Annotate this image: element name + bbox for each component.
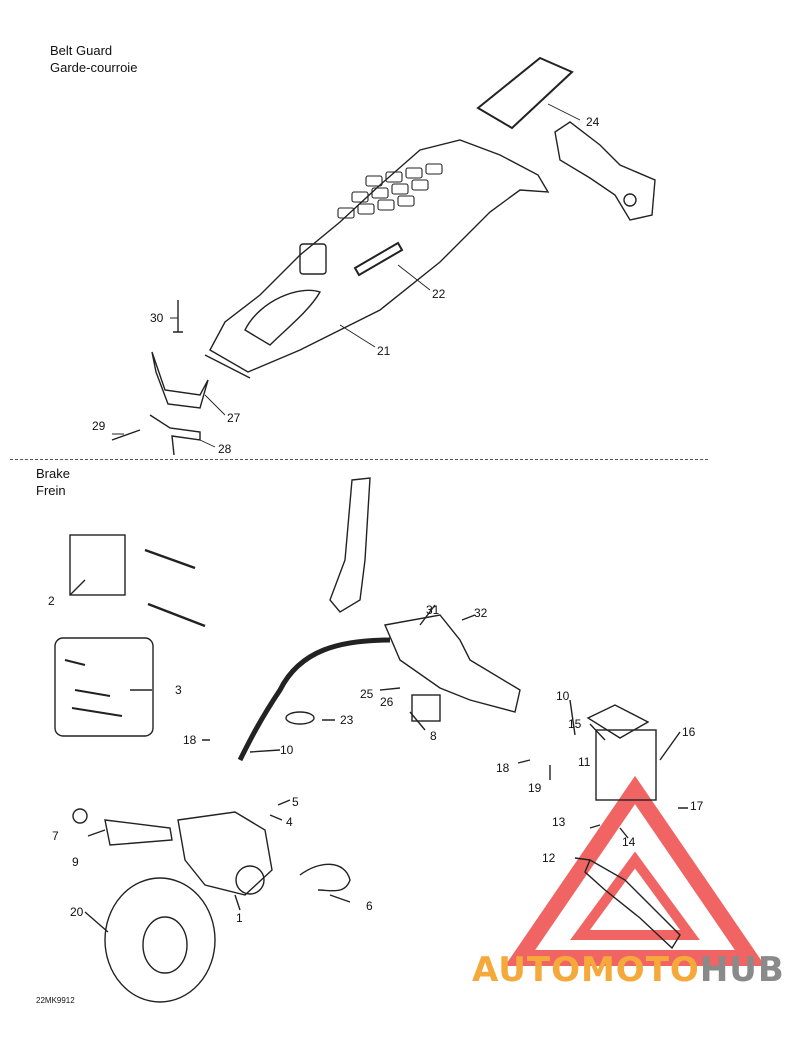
pin-29 xyxy=(111,429,141,441)
callout-label: 23 xyxy=(340,713,354,727)
callout-label: 25 xyxy=(360,687,374,701)
drawing-code: 22MK9912 xyxy=(36,996,75,1005)
callout-label: 30 xyxy=(150,311,164,325)
section-title-en: Belt Guard xyxy=(50,43,113,58)
callout-label: 20 xyxy=(70,905,84,919)
belt-guard xyxy=(209,139,550,373)
belt-guard-vents xyxy=(337,163,443,219)
callout-label: 10 xyxy=(280,743,294,757)
watermark-triangle xyxy=(504,775,766,966)
callout-label: 10 xyxy=(556,689,570,703)
watermark-logo: AUTOMOTOHUB xyxy=(472,950,785,990)
callout-label: 3 xyxy=(175,683,182,697)
section-title-belt-guard: Belt Guard Garde-courroie xyxy=(50,42,137,76)
callout-label: 8 xyxy=(430,729,437,743)
callout-label: 17 xyxy=(690,799,704,813)
callout-label: 24 xyxy=(586,115,600,129)
switch-8 xyxy=(411,694,441,722)
callout-label: 12 xyxy=(542,851,556,865)
bracket-9 xyxy=(104,819,173,846)
section-title-fr: Garde-courroie xyxy=(50,60,138,75)
brake-lever xyxy=(584,858,681,950)
callout-label: 21 xyxy=(377,344,391,358)
sensor-6 xyxy=(299,863,351,892)
master-cover-15 xyxy=(586,704,650,739)
brake-hose xyxy=(237,637,391,762)
callout-label: 16 xyxy=(682,725,696,739)
grip-31 xyxy=(384,614,521,713)
tie-23 xyxy=(285,711,315,725)
callout-label: 31 xyxy=(426,603,440,617)
section-title-en: Brake xyxy=(36,466,70,481)
clip-27 xyxy=(151,351,209,409)
handlebar xyxy=(329,477,371,613)
guard-bracket xyxy=(554,121,656,221)
callout-label: 11 xyxy=(578,755,591,769)
master-cylinder xyxy=(595,729,657,801)
watermark-text-hub: HUB xyxy=(699,950,785,990)
callout-label: 29 xyxy=(92,419,106,433)
sticker-22 xyxy=(353,241,404,277)
clip-28 xyxy=(149,414,201,456)
decal-24 xyxy=(476,56,574,130)
watermark-text-main: AUTOMOTO xyxy=(472,950,700,990)
callout-label: 26 xyxy=(380,695,394,709)
kit-2-block xyxy=(69,534,126,596)
callout-label: 7 xyxy=(52,829,59,843)
callout-label: 15 xyxy=(568,717,582,731)
callout-label: 18 xyxy=(496,761,510,775)
callout-label: 5 xyxy=(292,795,299,809)
callout-label: 6 xyxy=(366,899,373,913)
kit-3-box xyxy=(54,637,154,737)
callout-labels: 30 24 22 21 27 29 28 2 3 31 32 10 25 26 … xyxy=(48,115,704,925)
section-title-fr: Frein xyxy=(36,483,66,498)
callout-label: 9 xyxy=(72,855,79,869)
pin-30 xyxy=(173,300,183,333)
callout-label: 22 xyxy=(432,287,446,301)
callout-label: 18 xyxy=(183,733,197,747)
section-title-brake: Brake Frein xyxy=(36,465,70,499)
bolt-7 xyxy=(72,808,88,824)
callout-label: 32 xyxy=(474,606,488,620)
callout-label: 13 xyxy=(552,815,566,829)
callout-label: 4 xyxy=(286,815,293,829)
callout-label: 28 xyxy=(218,442,232,456)
brake-disc-20 xyxy=(104,877,216,1003)
callout-label: 2 xyxy=(48,594,55,608)
callout-label: 27 xyxy=(227,411,241,425)
belt-guard-latch xyxy=(299,243,327,275)
section-divider xyxy=(10,459,708,460)
callout-label: 14 xyxy=(622,835,636,849)
caliper-1 xyxy=(177,811,273,896)
callout-label: 19 xyxy=(528,781,542,795)
callout-label: 1 xyxy=(236,911,243,925)
